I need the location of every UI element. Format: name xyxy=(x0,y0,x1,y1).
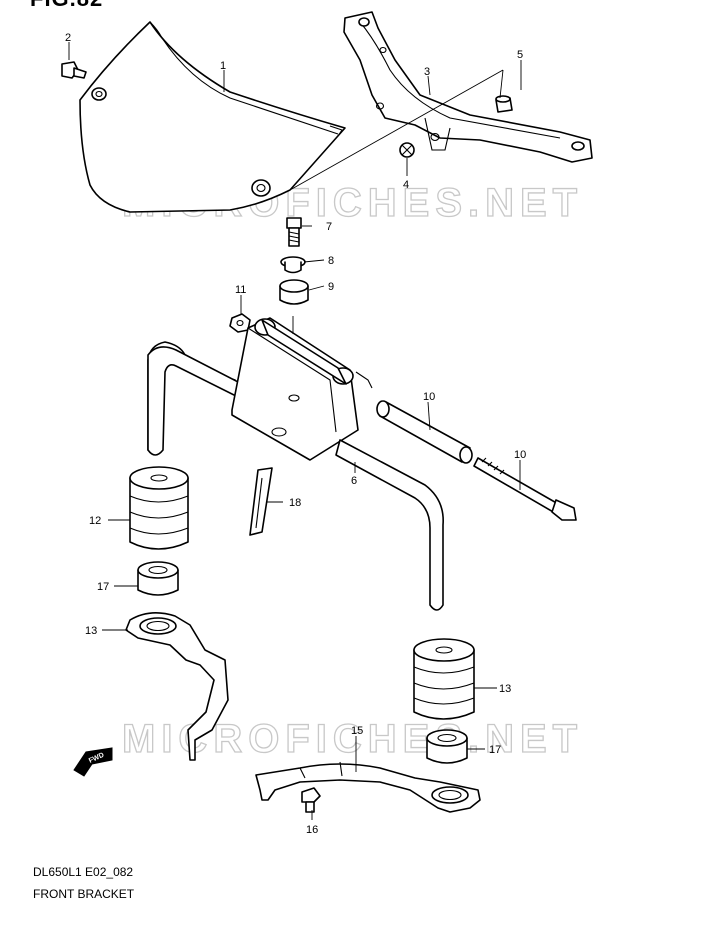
part-5-cap xyxy=(495,95,513,113)
part-8-collar xyxy=(280,256,306,274)
part-3-upper-bracket xyxy=(343,11,593,163)
callout-7: 7 xyxy=(326,221,332,233)
callout-10: 10 xyxy=(514,449,526,461)
callout-17-left: 17 xyxy=(97,581,109,593)
callout-15: 15 xyxy=(351,725,363,737)
part-14-left-stay xyxy=(125,612,229,761)
part-9-cushion xyxy=(279,279,309,305)
callout-1: 1 xyxy=(220,60,226,72)
part-1-cover xyxy=(79,21,346,213)
callout-17-right: 17 xyxy=(489,744,501,756)
callout-4: 4 xyxy=(403,179,409,191)
part-16-bolt xyxy=(301,787,321,813)
part-6-main-bracket xyxy=(147,317,444,611)
diagram-code: DL650L1 E02_082 xyxy=(33,865,134,879)
callout-3: 3 xyxy=(424,66,430,78)
callout-8: 8 xyxy=(328,255,334,267)
part-10-long-bolt xyxy=(473,457,577,521)
part-17-collar-left xyxy=(137,561,179,596)
callout-2: 2 xyxy=(65,32,71,44)
diagram-name: FRONT BRACKET xyxy=(33,887,135,901)
part-2-clip xyxy=(61,61,87,79)
part-17-collar-right xyxy=(426,729,468,764)
part-7-bolt xyxy=(286,217,302,247)
part-11-tube xyxy=(376,400,473,464)
callout-5: 5 xyxy=(517,49,523,61)
figure-title: FIG.82 xyxy=(30,0,103,12)
part-13-cushion-right xyxy=(413,638,475,720)
callout-14: 13 xyxy=(85,625,97,637)
callout-13-right: 13 xyxy=(499,683,511,695)
part-15-right-stay xyxy=(255,761,481,813)
fwd-arrow-icon: FWD xyxy=(73,747,113,777)
part-4-screw xyxy=(399,142,415,158)
part-18-strip xyxy=(249,467,273,536)
callout-13-left: 12 xyxy=(89,515,101,527)
callout-numbers: 2 1 3 5 4 7 8 9 11 10 10 6 18 12 17 13 1… xyxy=(65,32,526,836)
leader-lines xyxy=(68,42,522,820)
callout-6: 6 xyxy=(351,475,357,487)
callout-12: 11 xyxy=(235,284,246,296)
callout-9: 9 xyxy=(328,281,334,293)
part-13-cushion-left xyxy=(129,466,189,550)
callout-18: 18 xyxy=(289,497,301,509)
callout-16: 16 xyxy=(306,824,318,836)
callout-11: 10 xyxy=(423,391,435,403)
